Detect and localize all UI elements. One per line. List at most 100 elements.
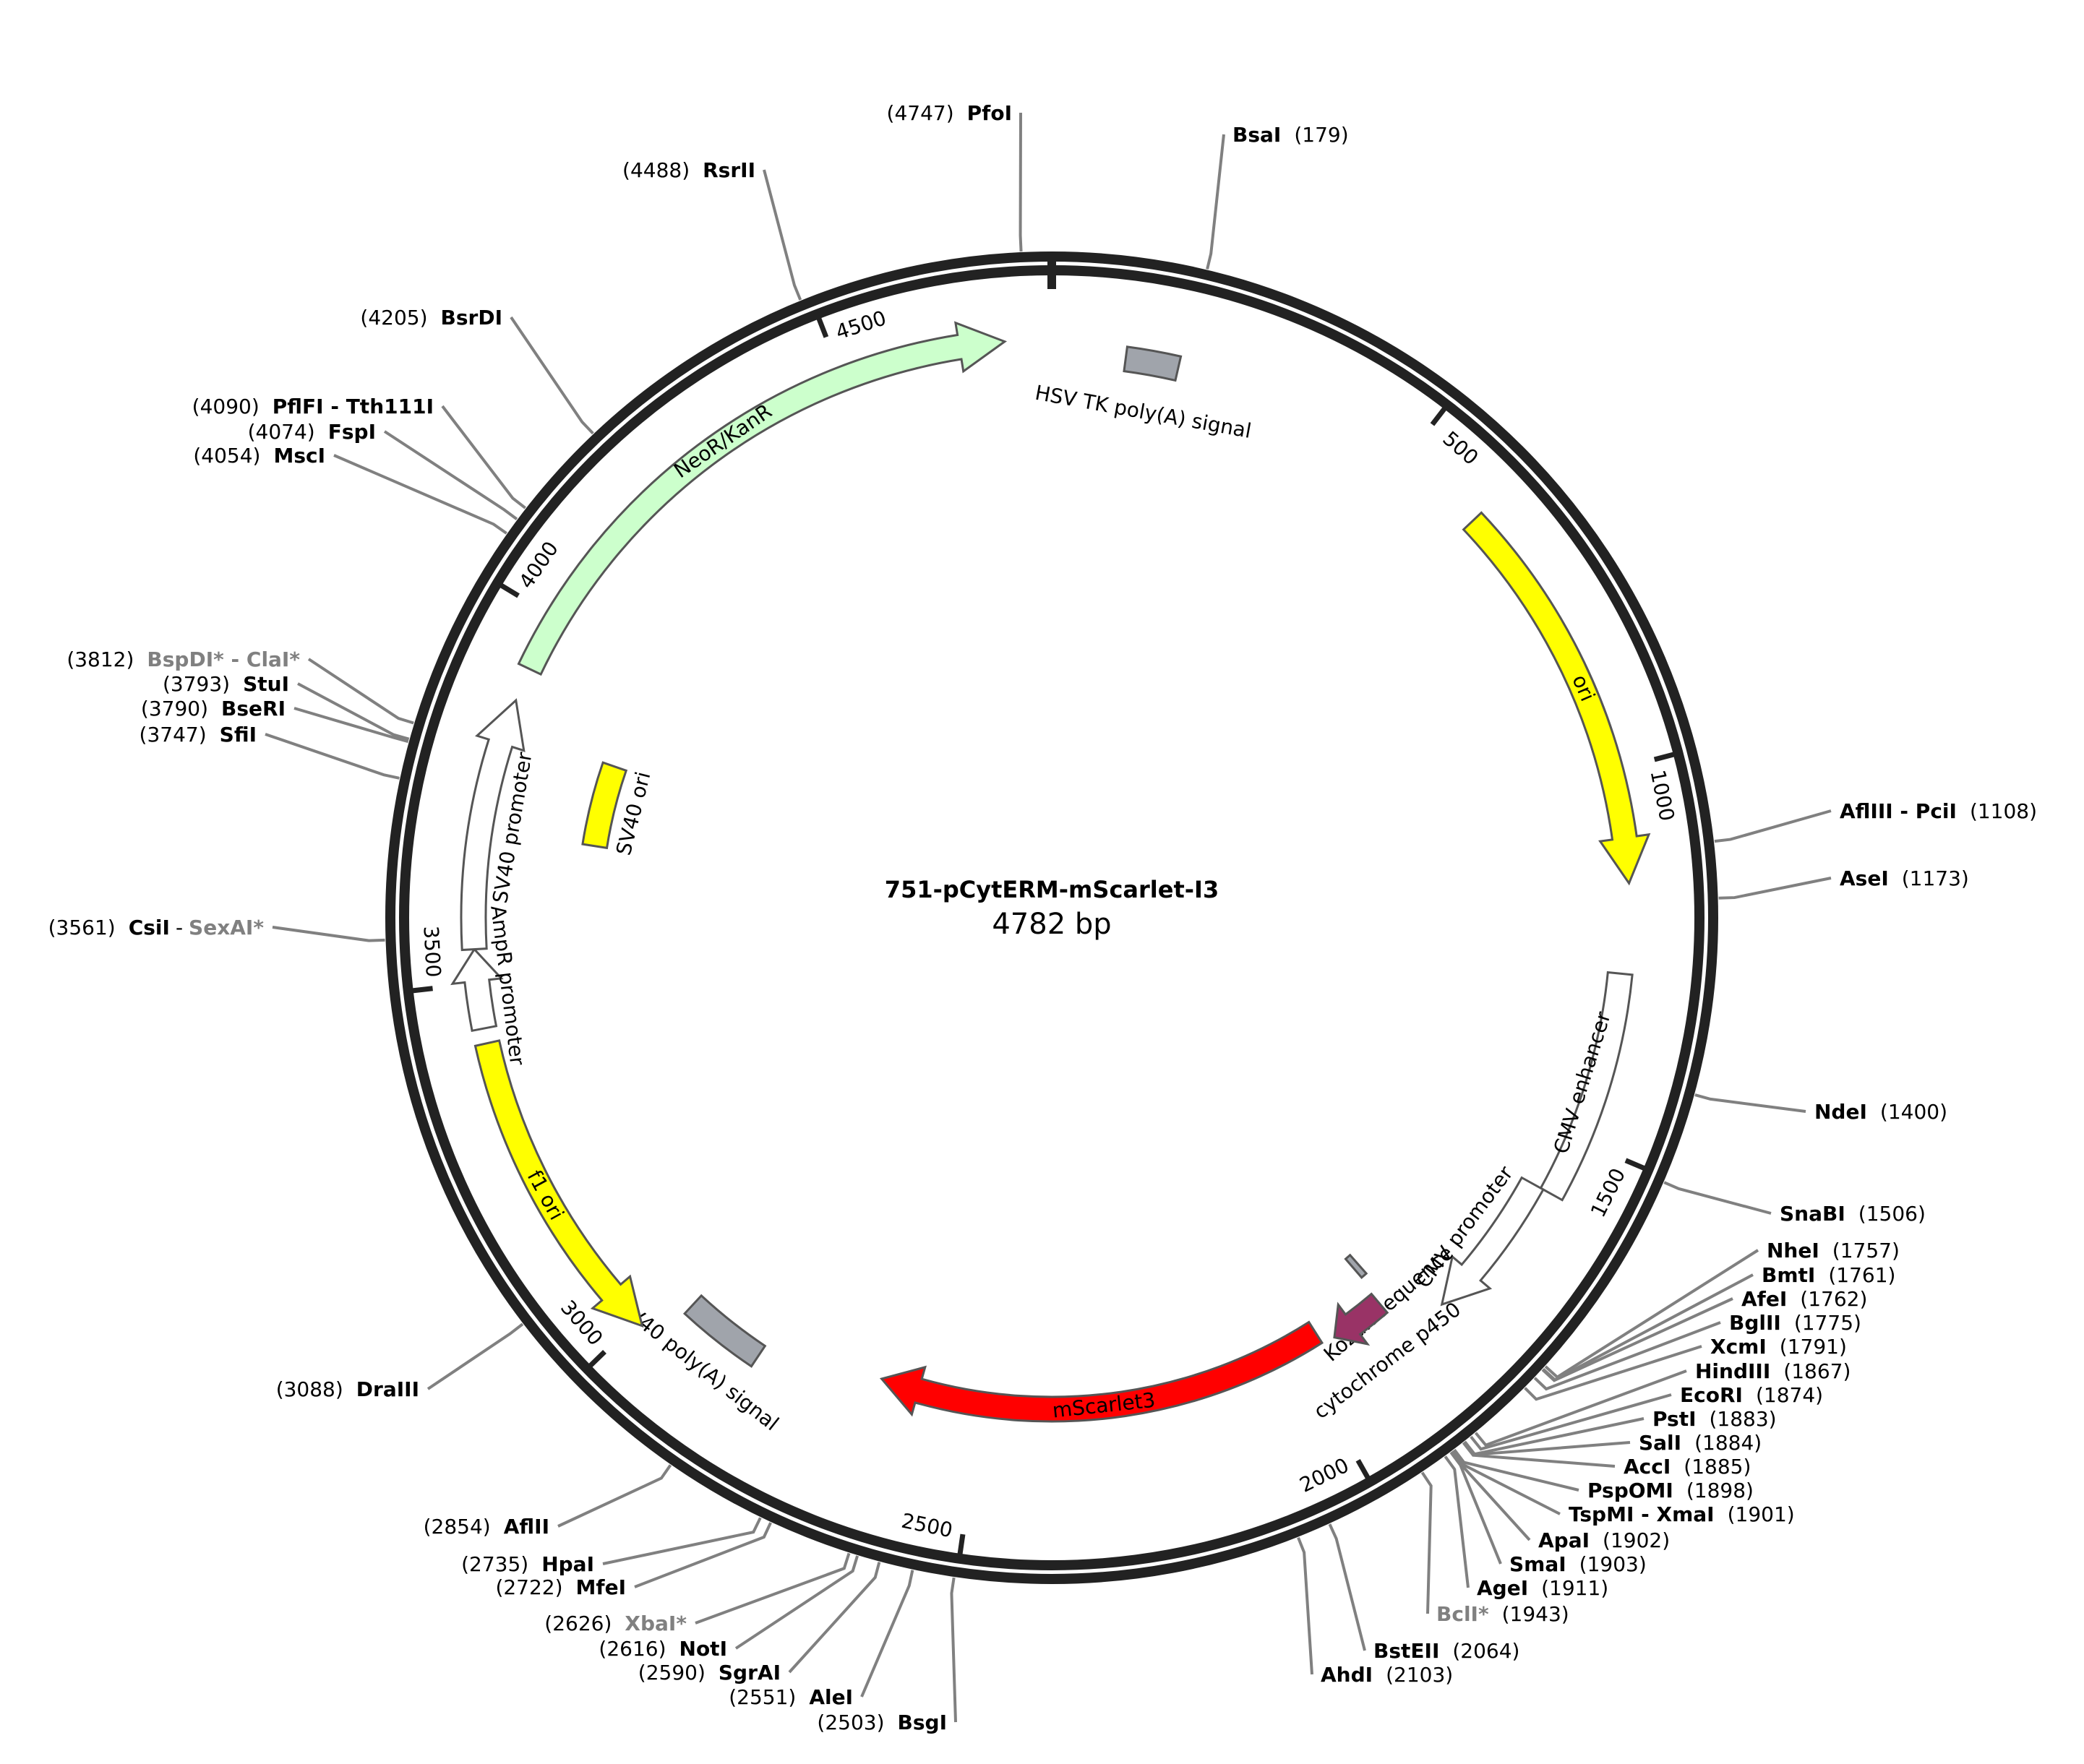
- restriction-site[interactable]: (2854)AflII: [424, 1515, 549, 1539]
- restriction-site-label: SnaBI(1506): [1780, 1202, 1926, 1226]
- restriction-site[interactable]: SmaI(1903): [1509, 1552, 1647, 1576]
- restriction-site[interactable]: SnaBI(1506): [1780, 1202, 1926, 1226]
- site-leader-line: [1206, 134, 1225, 270]
- restriction-site[interactable]: AfeI(1762): [1741, 1287, 1867, 1311]
- site-leader-line: [441, 405, 526, 509]
- restriction-site[interactable]: NdeI(1400): [1814, 1100, 1947, 1124]
- restriction-site-label: (2551)AleI: [729, 1685, 853, 1709]
- restriction-site[interactable]: (4488)RsrII: [622, 158, 755, 182]
- restriction-site[interactable]: AseI(1173): [1840, 866, 1969, 890]
- site-position: (1791): [1780, 1335, 1847, 1359]
- site-position: (3088): [276, 1377, 343, 1401]
- restriction-site[interactable]: (3088) DraIII: [276, 1377, 419, 1401]
- site-enzyme-name: AleI: [809, 1685, 853, 1709]
- site-enzyme-name: BsgI: [898, 1711, 947, 1734]
- site-position: (2735): [461, 1552, 528, 1576]
- restriction-site[interactable]: BmtI(1761): [1762, 1263, 1895, 1287]
- restriction-site[interactable]: (3561)CsiI-SexAI*: [48, 916, 265, 939]
- feature-ori: [1462, 511, 1651, 886]
- site-enzyme-name: SalI: [1639, 1431, 1681, 1455]
- restriction-site[interactable]: BclI*(1943): [1436, 1602, 1569, 1626]
- feature-kozak: [1344, 1253, 1368, 1280]
- site-leader-line: [1470, 1393, 1672, 1451]
- site-enzyme-name: SfiI: [220, 723, 257, 747]
- site-leader-line: [272, 926, 385, 942]
- restriction-site[interactable]: (2590)SgrAI: [638, 1661, 781, 1685]
- site-position: (3793): [163, 672, 230, 696]
- restriction-site[interactable]: BglII(1775): [1729, 1311, 1861, 1335]
- site-leader-line: [426, 1322, 524, 1390]
- scale-tick-label: 3500: [419, 925, 445, 978]
- restriction-site[interactable]: (3793)StuI: [163, 672, 289, 696]
- feature-sv40-promoter: [460, 698, 526, 952]
- site-leader-line: [1474, 1369, 1687, 1447]
- site-leader-line: [1718, 877, 1832, 900]
- restriction-site[interactable]: (4054)MscI: [193, 444, 325, 468]
- restriction-site-label: (4488)RsrII: [622, 158, 755, 182]
- restriction-site[interactable]: AhdI(2103): [1321, 1663, 1453, 1687]
- site-enzyme-name: BspDI* - ClaI*: [147, 647, 300, 671]
- restriction-site[interactable]: (3812)BspDI* - ClaI*: [67, 647, 300, 671]
- restriction-site[interactable]: AflIII - PciI(1108): [1840, 799, 2037, 823]
- restriction-site-label: (2590)SgrAI: [638, 1661, 781, 1685]
- restriction-site[interactable]: (4205)BsrDI: [360, 306, 502, 330]
- restriction-site[interactable]: AccI(1885): [1624, 1455, 1751, 1479]
- restriction-site[interactable]: TspMI - XmaI(1901): [1569, 1502, 1795, 1526]
- site-enzyme-name: PstI: [1652, 1407, 1697, 1431]
- restriction-site-label: SmaI(1903): [1509, 1552, 1647, 1576]
- site-leader-line: [763, 169, 802, 301]
- site-enzyme-name: PfoI: [967, 101, 1012, 125]
- site-leader-line: [265, 733, 400, 780]
- restriction-site-label: AhdI(2103): [1321, 1663, 1453, 1687]
- restriction-site[interactable]: ApaI(1902): [1538, 1528, 1670, 1552]
- site-leader-line: [1444, 1455, 1470, 1588]
- restriction-site[interactable]: BsaI(179): [1232, 123, 1349, 147]
- site-leader-line: [1420, 1471, 1433, 1614]
- restriction-site[interactable]: (2735) HpaI: [461, 1552, 594, 1576]
- restriction-site[interactable]: (3747)SfiI: [140, 723, 257, 747]
- restriction-site[interactable]: BstEII(2064): [1373, 1639, 1519, 1663]
- site-position: (1885): [1684, 1455, 1751, 1479]
- restriction-site-label: PspOMI(1898): [1587, 1479, 1754, 1502]
- site-enzyme-name-2: SexAI*: [189, 916, 264, 939]
- restriction-site[interactable]: (4747)PfoI: [887, 101, 1012, 125]
- restriction-site[interactable]: NheI(1757): [1767, 1239, 1900, 1262]
- site-enzyme-name: AfeI: [1741, 1287, 1787, 1311]
- restriction-site[interactable]: (2626)XbaI*: [544, 1612, 687, 1635]
- restriction-site[interactable]: (2616)NotI: [599, 1637, 727, 1661]
- restriction-site[interactable]: SalI(1884): [1639, 1431, 1762, 1455]
- feature-ampr-promoter: [450, 947, 504, 1033]
- scale-tick-label: 1000: [1646, 768, 1679, 823]
- restriction-site[interactable]: HindIII(1867): [1695, 1359, 1851, 1383]
- restriction-site[interactable]: XcmI(1791): [1710, 1335, 1847, 1359]
- restriction-site[interactable]: AgeI(1911): [1477, 1576, 1608, 1600]
- site-position: (1108): [1970, 799, 2037, 823]
- site-leader-line: [734, 1555, 859, 1650]
- site-enzyme-name: PflFI - Tth111I: [273, 395, 434, 418]
- site-position: (4205): [360, 306, 427, 330]
- restriction-site[interactable]: PstI(1883): [1652, 1407, 1777, 1431]
- restriction-site[interactable]: EcoRI(1874): [1680, 1383, 1823, 1407]
- site-leader-line: [1663, 1181, 1772, 1215]
- restriction-site[interactable]: PspOMI(1898): [1587, 1479, 1754, 1502]
- site-enzyme-name: AhdI: [1321, 1663, 1373, 1687]
- site-leader-line: [297, 682, 410, 741]
- restriction-site-label: (3812)BspDI* - ClaI*: [67, 647, 300, 671]
- restriction-site[interactable]: (2551)AleI: [729, 1685, 853, 1709]
- site-enzyme-name: BglII: [1729, 1311, 1781, 1335]
- site-enzyme-name: DraIII: [356, 1377, 419, 1401]
- restriction-site[interactable]: (4090)PflFI - Tth111I: [192, 395, 434, 418]
- site-enzyme-name: BseRI: [221, 697, 286, 720]
- site-enzyme-name: HpaI: [541, 1552, 594, 1576]
- restriction-site[interactable]: (2722)MfeI: [495, 1575, 626, 1599]
- restriction-site[interactable]: (3790)BseRI: [141, 697, 286, 720]
- site-position: (1911): [1541, 1576, 1608, 1600]
- site-leader-line: [1449, 1451, 1502, 1565]
- restriction-site[interactable]: (2503)BsgI: [817, 1711, 947, 1734]
- site-enzyme-name: XbaI*: [625, 1612, 687, 1635]
- site-position: (4074): [248, 420, 315, 444]
- restriction-site-label: XcmI(1791): [1710, 1335, 1847, 1359]
- restriction-site-label: BstEII(2064): [1373, 1639, 1519, 1663]
- restriction-site[interactable]: (4074)FspI: [248, 420, 376, 444]
- restriction-site-label: (4090)PflFI - Tth111I: [192, 395, 434, 418]
